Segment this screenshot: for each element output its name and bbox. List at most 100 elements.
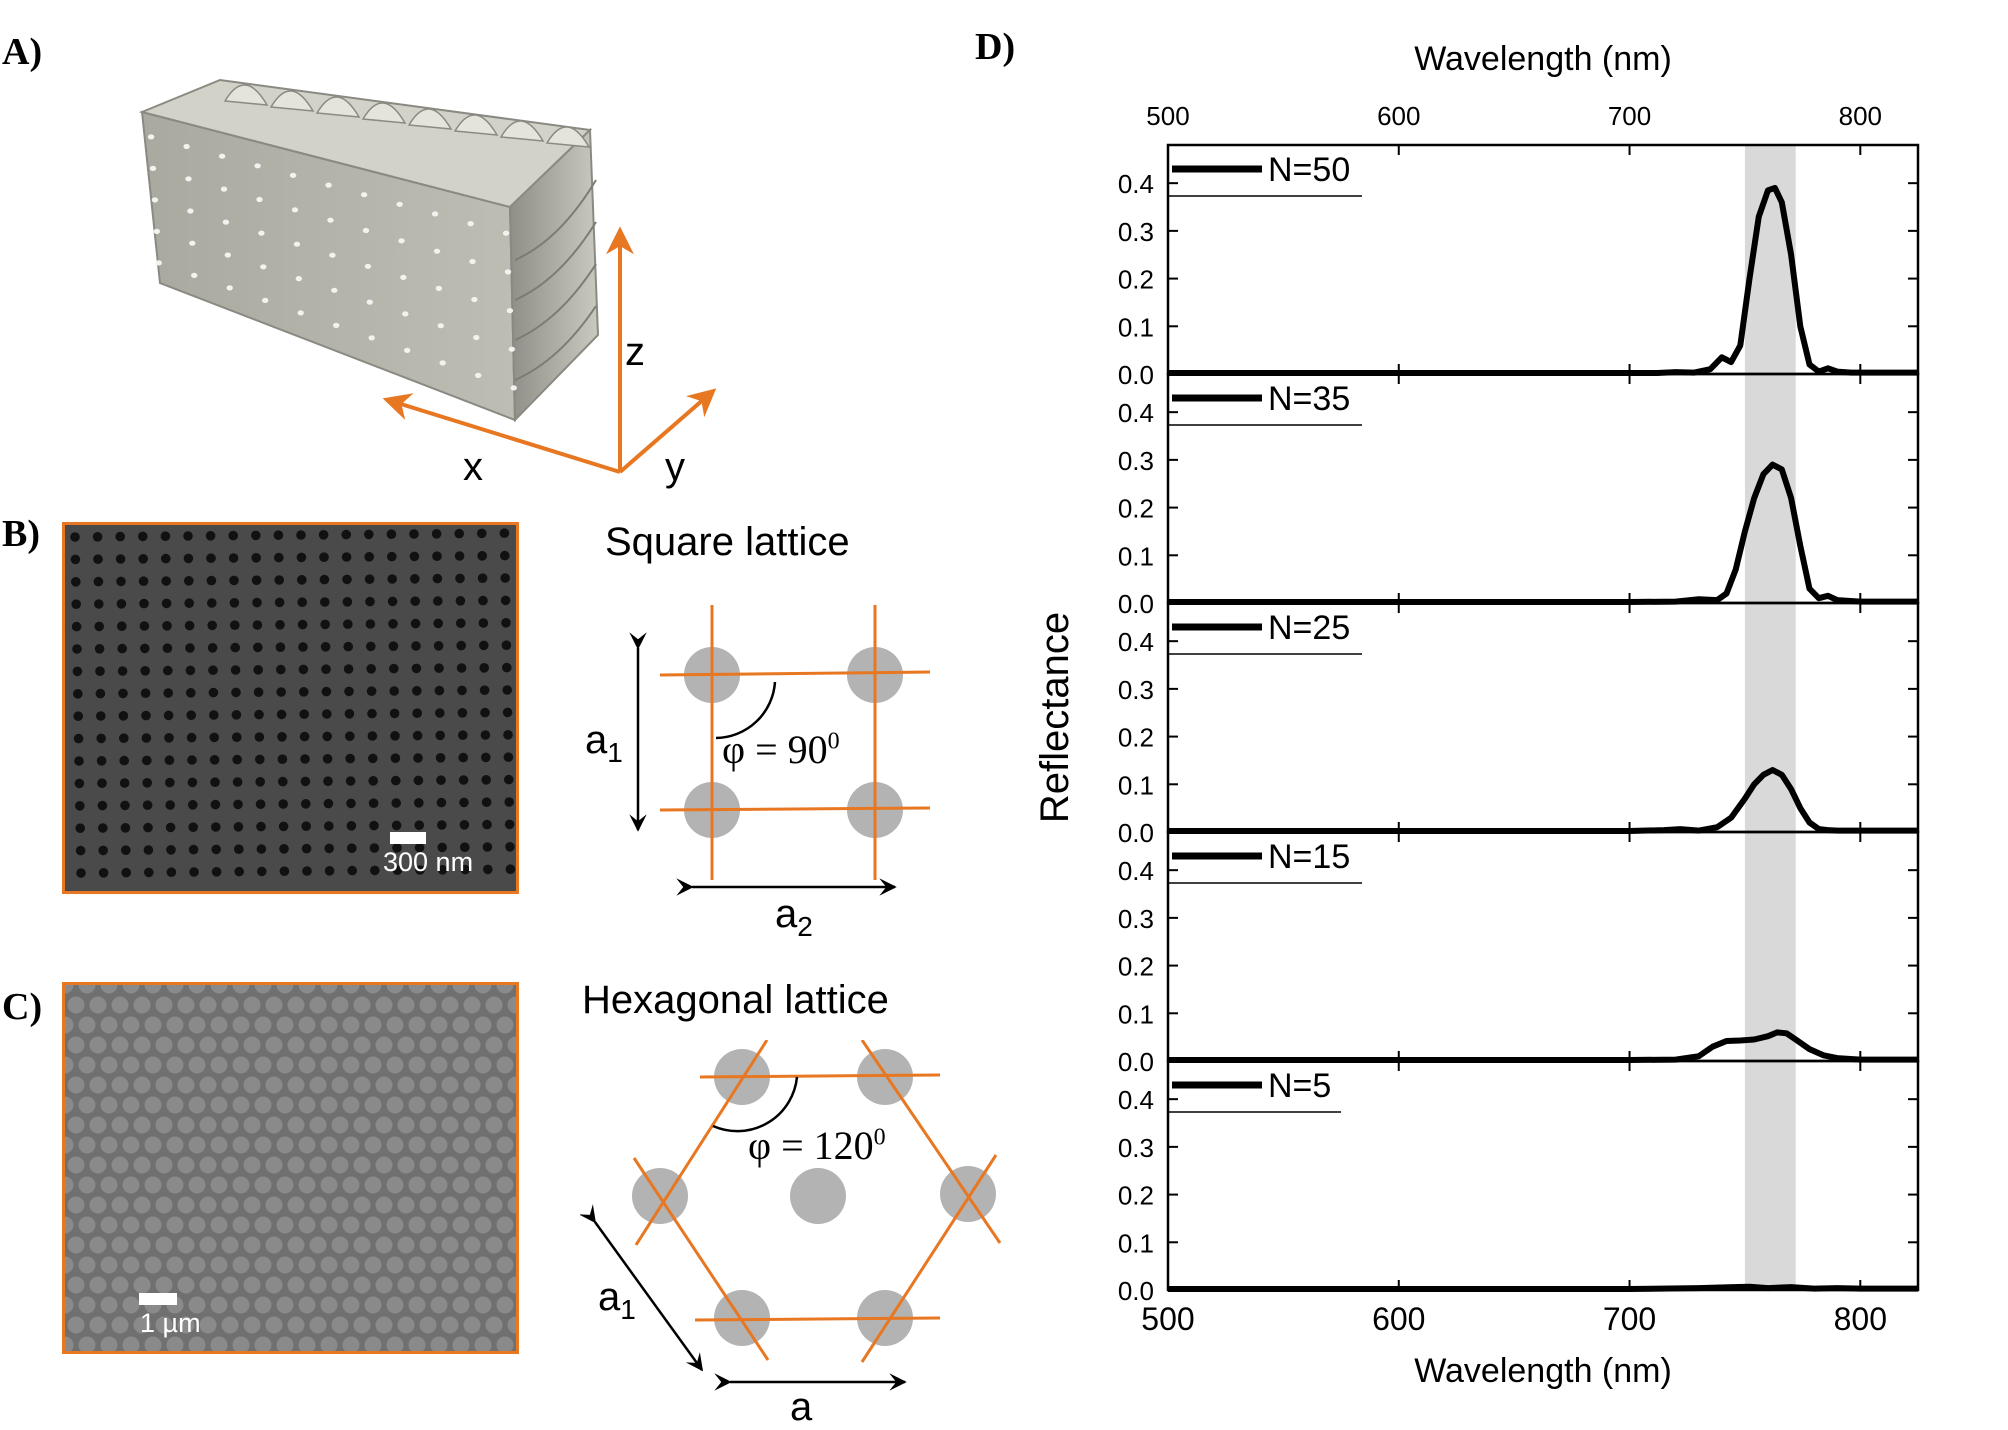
sem-pore	[94, 644, 105, 654]
sem-pore	[277, 732, 287, 742]
sem-dot	[287, 1316, 305, 1334]
sem-dot	[221, 1076, 239, 1094]
sem-dot	[232, 1136, 250, 1154]
sem-pore	[138, 531, 148, 542]
sem-dot	[309, 1036, 327, 1054]
sem-dot	[452, 985, 470, 994]
sem-dot	[496, 1336, 514, 1351]
sem-pore	[165, 777, 175, 788]
sem-pore	[187, 777, 198, 788]
sem-pore	[276, 709, 287, 720]
sem-dot	[430, 1176, 448, 1194]
sem-dot	[364, 1056, 382, 1074]
sem-dot	[254, 1096, 272, 1114]
sem-dot	[210, 1056, 228, 1074]
sem-dot	[353, 1276, 371, 1294]
sem-pore	[93, 576, 104, 587]
sem-dot	[65, 1336, 74, 1351]
lattice-site	[857, 1049, 913, 1105]
sem-pore	[184, 598, 194, 608]
sem-dot	[353, 1036, 371, 1054]
scale-bar	[139, 1293, 177, 1305]
sem-dot	[342, 1296, 360, 1314]
y-tick-label: 0.3	[1118, 217, 1154, 247]
sem-dot	[408, 1296, 426, 1314]
sem-dot	[441, 1196, 459, 1214]
sem-dot	[78, 1176, 96, 1194]
sem-pore	[320, 642, 331, 652]
sem-dot	[254, 1296, 272, 1314]
sem-pore	[364, 529, 374, 540]
sem-dot	[144, 1096, 162, 1114]
sem-pore	[432, 551, 442, 561]
sem-pore	[412, 686, 422, 696]
sem-pore	[160, 531, 171, 541]
sem-dot	[133, 1076, 151, 1094]
sem-pore	[459, 797, 469, 808]
sem-dot	[144, 1016, 162, 1034]
sem-dot	[320, 1016, 338, 1034]
sem-pore	[188, 822, 198, 832]
sem-dot	[254, 1256, 272, 1274]
sem-dot	[177, 1076, 195, 1094]
sem-dot	[364, 1336, 382, 1351]
sem-dot	[386, 1176, 404, 1194]
sem-pore	[341, 529, 352, 540]
axis-x-label: x	[463, 445, 483, 489]
sem-dot	[298, 1296, 316, 1314]
sem-pore	[163, 665, 173, 676]
sem-pore	[346, 798, 356, 809]
sem-dot	[452, 1256, 470, 1274]
sem-dot	[298, 1216, 316, 1234]
sem-pore	[342, 574, 352, 585]
hole	[435, 285, 443, 291]
sem-dot	[364, 1136, 382, 1154]
sem-pore	[73, 711, 83, 721]
sem-dot	[188, 985, 206, 994]
sem-dot	[452, 1056, 470, 1074]
sem-pore	[205, 531, 216, 541]
sem-pore	[433, 596, 443, 606]
sem-pore	[75, 801, 85, 811]
sem-dot	[342, 985, 360, 994]
sem-pore	[141, 710, 151, 721]
sem-dot	[133, 1316, 151, 1334]
sem-dot	[243, 1316, 261, 1334]
sem-dot	[100, 1056, 118, 1074]
sem-pore	[388, 641, 399, 651]
sem-pore	[70, 554, 81, 565]
sem-pore	[297, 597, 307, 607]
sem-pore	[256, 821, 266, 832]
x-tick-label-top: 800	[1839, 101, 1882, 131]
sem-dot	[254, 1336, 272, 1351]
hole	[189, 240, 196, 246]
sem-dot	[221, 1196, 239, 1214]
sem-dot	[67, 1076, 85, 1094]
sem-dot	[89, 1036, 107, 1054]
sem-dot	[199, 1316, 217, 1334]
sem-pore	[454, 528, 465, 539]
hole	[439, 360, 446, 366]
sem-dot	[287, 996, 305, 1014]
sem-pore	[232, 732, 242, 742]
sem-pore	[298, 642, 308, 652]
sem-pore	[504, 819, 515, 830]
sem-pore	[324, 843, 335, 854]
sem-dot	[111, 1156, 129, 1174]
hole	[260, 264, 267, 270]
hole	[508, 346, 515, 352]
sem-pore	[184, 620, 195, 631]
sem-dot	[419, 1076, 437, 1094]
sem-dot	[89, 1116, 107, 1134]
sem-pore	[207, 620, 217, 631]
sem-pore	[165, 800, 175, 810]
sem-dot	[199, 1116, 217, 1134]
y-tick-label: 0.2	[1118, 952, 1154, 982]
sem-pore	[501, 640, 512, 650]
y-tick-label: 0.0	[1118, 360, 1154, 390]
sem-dot	[210, 1216, 228, 1234]
sem-dot	[485, 1276, 503, 1294]
sem-dot	[331, 1076, 349, 1094]
sem-dot	[89, 1316, 107, 1334]
sem-dot	[342, 1336, 360, 1351]
